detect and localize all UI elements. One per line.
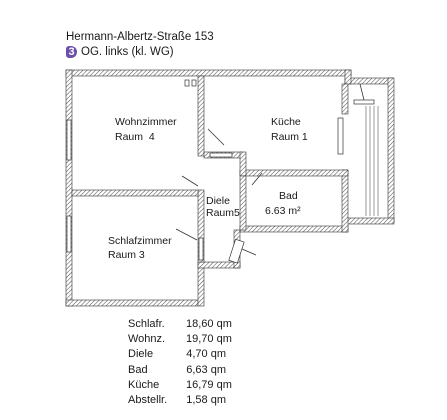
- window-schlafzimmer: [66, 215, 72, 253]
- floor-line: 3 OG. links (kl. WG): [66, 45, 174, 59]
- address-title: Hermann-Albertz-Straße 153: [66, 31, 214, 43]
- door-schlafzimmer: [198, 237, 204, 261]
- window-wohnzimmer: [66, 119, 72, 161]
- door-diele-bad: [228, 238, 245, 264]
- room-diele-number: Raum5: [206, 207, 240, 219]
- arrow-bad: [241, 248, 257, 256]
- room-schlafzimmer-number: Raum 3: [108, 249, 145, 261]
- fixture-1: [184, 79, 190, 87]
- area-row: Bad 6,63 qm: [128, 363, 226, 378]
- area-value: 18,60 qm: [186, 318, 232, 330]
- area-value: 16,79 qm: [186, 378, 232, 391]
- wall-wz-schlaf: [71, 189, 199, 197]
- area-row: Abstellr. 1,58 qm: [128, 393, 226, 408]
- area-label: Küche: [128, 378, 160, 391]
- wall-top-left: [65, 69, 352, 77]
- wall-bottom-mid: [197, 261, 241, 269]
- area-row: Schlafr. 18,60 qm: [128, 317, 232, 332]
- area-row: Diele 4,70 qm: [128, 347, 226, 362]
- room-bad-name: Bad: [279, 190, 298, 202]
- wall-bad-left: [239, 175, 247, 231]
- room-wohnzimmer-number: Raum 4: [115, 131, 155, 143]
- wall-kueche-right: [341, 83, 349, 115]
- arrow-abstell: [359, 83, 365, 101]
- door-diele-top: [209, 152, 233, 158]
- floor-badge-icon: 3: [66, 46, 77, 58]
- fixture-2: [191, 79, 197, 87]
- window-kueche: [337, 117, 344, 155]
- door-abstellraum: [353, 99, 375, 105]
- wall-right: [387, 77, 395, 223]
- area-label: Wohnz.: [128, 333, 166, 346]
- openings: [66, 79, 375, 264]
- door-arrows: [175, 83, 365, 256]
- walls: [65, 69, 395, 307]
- area-value: 19,70 qm: [186, 333, 232, 346]
- arrow-kueche: [251, 172, 263, 186]
- area-list: Schlafr. 18,60 qm Wohnz. 19,70 qm Diele …: [128, 317, 232, 408]
- floor-label: OG. links (kl. WG): [81, 46, 174, 58]
- wall-kueche-right-lower: [341, 169, 349, 233]
- area-row: Küche 16,79 qm: [128, 378, 232, 393]
- area-label: Bad: [128, 363, 148, 376]
- area-value: 6,63 qm: [186, 363, 226, 376]
- area-label: Diele: [128, 348, 154, 361]
- wall-wz-kueche: [197, 75, 205, 157]
- room-bad-area: 6.63 m²: [265, 205, 301, 217]
- wall-top-right: [344, 77, 394, 85]
- room-kueche-name: Küche: [271, 116, 301, 128]
- wall-balcony-bottom: [344, 217, 395, 225]
- wall-bottom-left: [65, 299, 199, 307]
- wall-kueche-bottom: [239, 169, 349, 177]
- wall-bad-bottom: [239, 225, 349, 233]
- wall-bottom-step: [197, 261, 205, 307]
- wall-diele-kueche: [239, 151, 247, 177]
- arrow-schlaf: [175, 228, 198, 241]
- area-value: 4,70 qm: [186, 348, 226, 361]
- arrow-wz: [181, 175, 199, 187]
- area-label: Schlafr.: [128, 318, 165, 330]
- abstellraum-lines: [365, 106, 379, 216]
- wall-left: [65, 69, 73, 307]
- wall-step: [344, 69, 352, 85]
- area-label: Abstellr.: [128, 394, 168, 407]
- room-diele-name: Diele: [206, 195, 230, 207]
- room-schlafzimmer-name: Schlafzimmer: [108, 235, 172, 247]
- wall-diele-left: [197, 189, 205, 263]
- area-value: 1,58 qm: [186, 394, 226, 407]
- arrow-diele-top: [207, 128, 225, 146]
- room-kueche-number: Raum 1: [271, 131, 308, 143]
- room-wohnzimmer-name: Wohnzimmer: [115, 116, 177, 128]
- area-row: Wohnz. 19,70 qm: [128, 332, 232, 347]
